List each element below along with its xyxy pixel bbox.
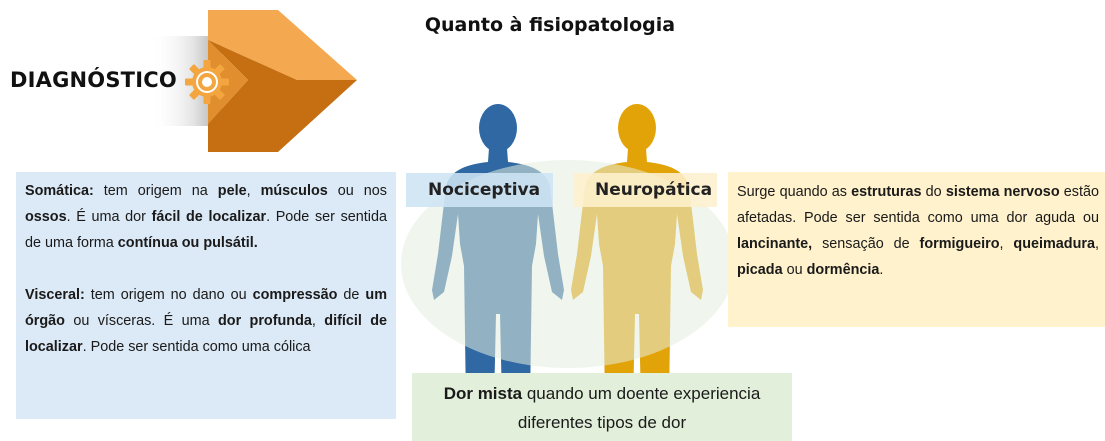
text-span: , [311, 313, 325, 329]
text-span: de [337, 287, 366, 303]
bold-span: sistema nervoso [945, 184, 1060, 200]
text-span: . Pode ser sentida como uma cólica [82, 339, 311, 355]
bold-span: dormência [806, 262, 880, 278]
neuropathic-description-box: Surge quando as estruturas do sistema ne… [728, 172, 1105, 327]
bold-span: contínua ou pulsátil. [117, 235, 258, 251]
text-span: . É uma dor [66, 209, 152, 225]
paragraph-gap [25, 256, 387, 282]
text-span: tem origem no dano ou [84, 287, 253, 303]
visceral-heading: Visceral: [25, 287, 85, 303]
text-span: sensação de [812, 236, 920, 252]
text-span: Surge quando as [737, 184, 852, 200]
visceral-paragraph: Visceral: tem origem no dano ou compress… [25, 282, 387, 360]
nociceptive-description-box: Somática: tem origem na pele, músculos o… [16, 172, 396, 419]
mixed-pain-text: Dor mista quando um doente experiencia d… [412, 379, 792, 437]
text-span: . Pode ser sentida de uma forma [25, 209, 388, 251]
bold-span: músculos [260, 183, 328, 199]
mixed-pain-heading: Dor mista [443, 384, 523, 403]
chevron-bottom [208, 40, 357, 152]
bold-span: fácil de localizar [151, 209, 267, 225]
diagnosis-label: DIAGNÓSTICO [10, 68, 177, 92]
page-title: Quanto à fisiopatologia [424, 14, 676, 36]
body-figures [401, 104, 728, 404]
mixed-pain-box: Dor mista quando um doente experiencia d… [412, 373, 792, 441]
text-span: ou [782, 262, 807, 278]
diagnosis-chevron [150, 10, 357, 152]
bold-span: difícil de localizar [25, 313, 388, 355]
text-span: , [999, 236, 1014, 252]
nociceptive-label: Nociceptiva [406, 173, 553, 207]
bold-span: compressão [252, 287, 338, 303]
text-span: tem origem na [93, 183, 218, 199]
overlap-ellipse [401, 160, 728, 368]
neuropathic-label: Neuropática [573, 173, 717, 207]
text-span: do [921, 184, 946, 200]
neuropathic-paragraph: Surge quando as estruturas do sistema ne… [737, 179, 1099, 283]
bold-span: um órgão [25, 287, 387, 329]
bold-span: picada [737, 262, 783, 278]
bold-span: pele [217, 183, 247, 199]
text-span: . [879, 262, 884, 278]
bold-span: queimadura [1013, 236, 1095, 252]
text-span: estão afetadas. Pode ser sentida como um… [737, 184, 1099, 226]
text-span: , [1095, 236, 1099, 252]
bold-span: estruturas [851, 184, 922, 200]
text-span: ou nos [327, 183, 387, 199]
bold-span: formigueiro [919, 236, 1000, 252]
bold-span: ossos [25, 209, 67, 225]
text-span: quando um doente experiencia diferentes … [517, 384, 761, 432]
chevron-top [208, 10, 357, 80]
text-span: , [246, 183, 261, 199]
bold-span: lancinante, [737, 236, 813, 252]
somatic-paragraph: Somática: tem origem na pele, músculos o… [25, 178, 387, 256]
bold-span: dor profunda [218, 313, 312, 329]
gear-icon [185, 60, 229, 104]
somatic-heading: Somática: [25, 183, 94, 199]
text-span: ou vísceras. É uma [64, 313, 218, 329]
